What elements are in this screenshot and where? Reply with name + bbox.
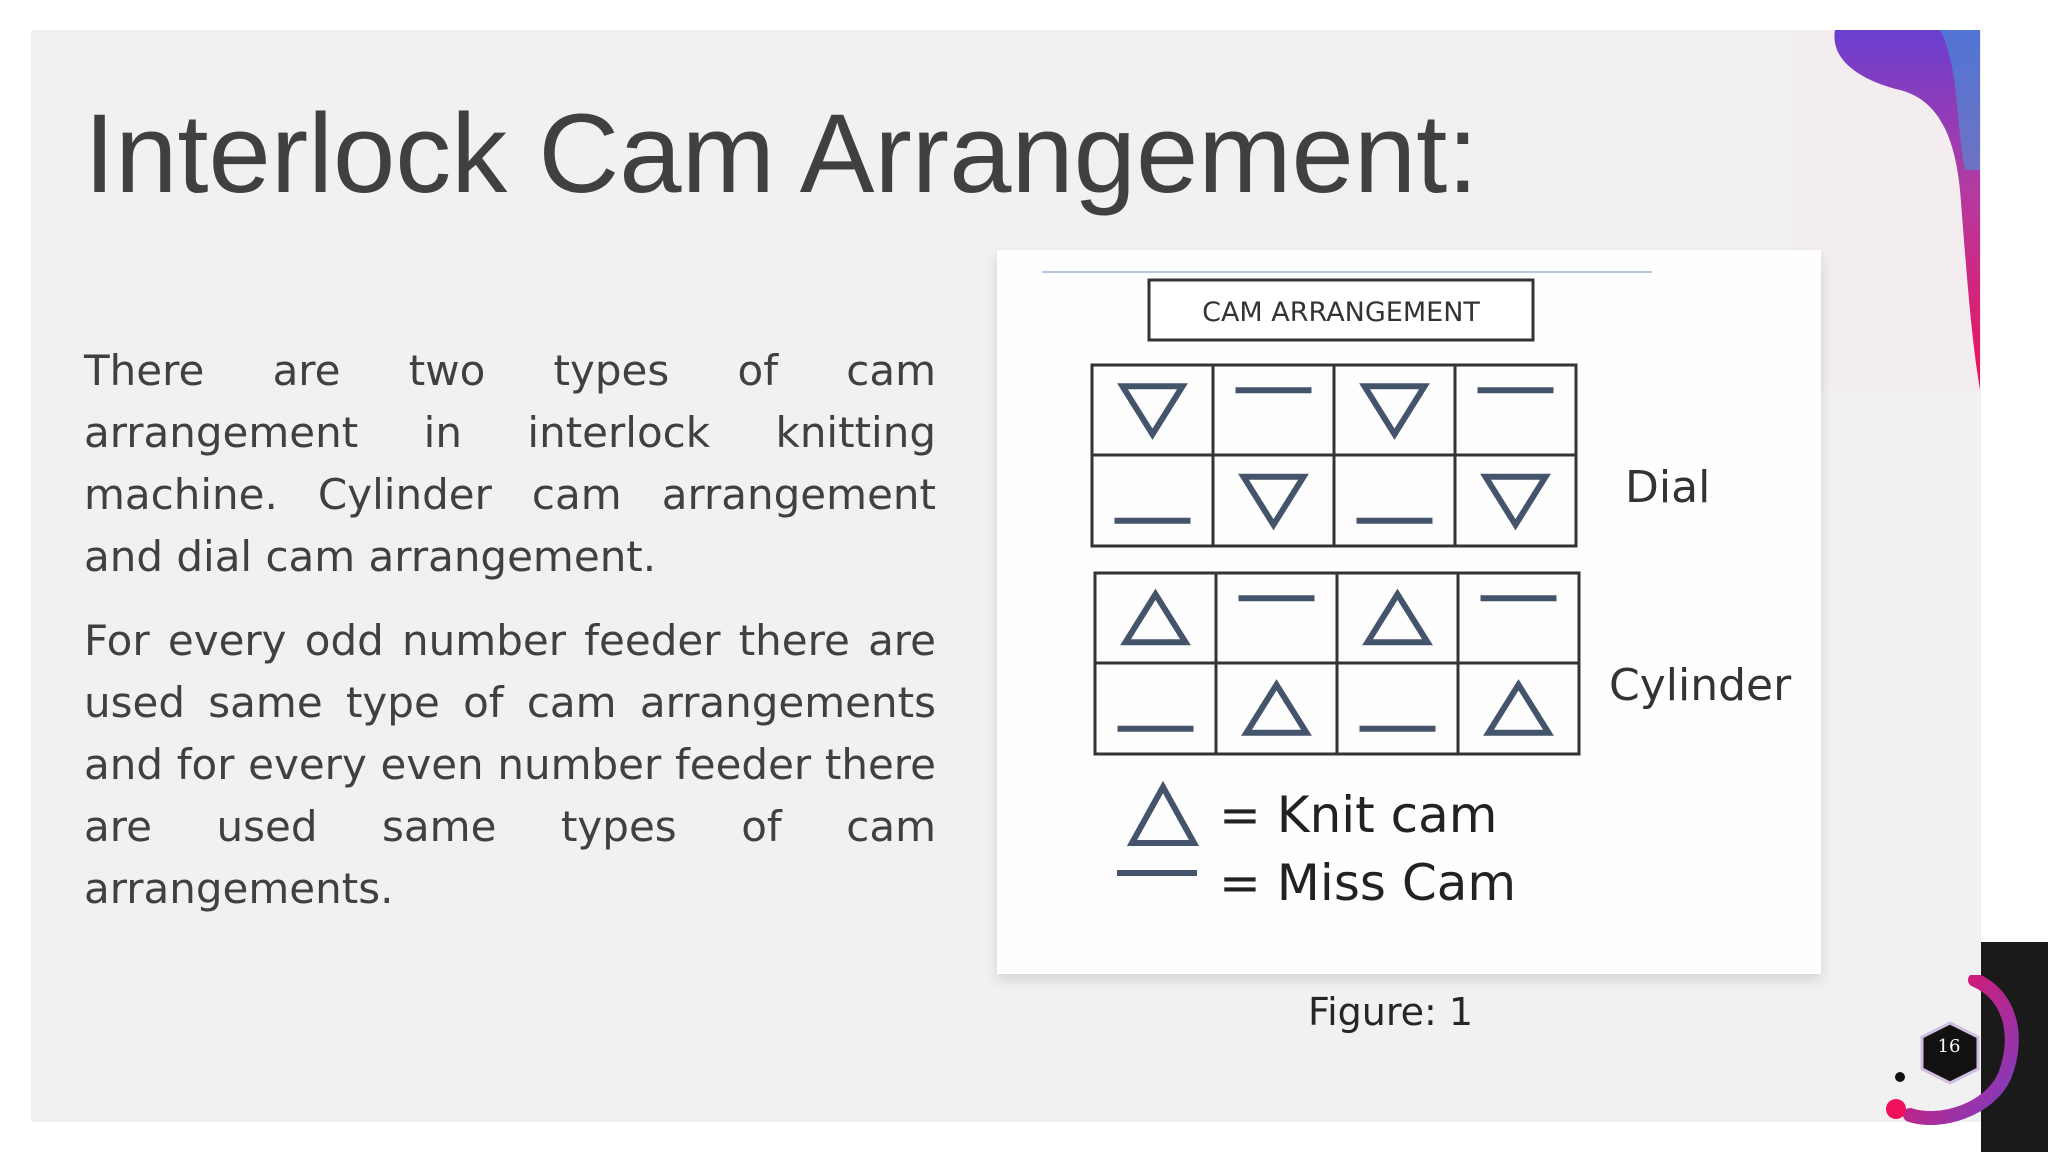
page-number-badge (1886, 975, 2019, 1125)
figure-caption: Figure: 1 (1308, 990, 1474, 1034)
knit-cam-symbol (1238, 473, 1309, 531)
slide-title: Interlock Cam Arrangement: (84, 91, 1479, 216)
cylinder-grid (1093, 571, 1581, 756)
cam-diagram: CAM ARRANGEMENT Dial Cylinder = Knit cam… (1042, 271, 1792, 912)
miss-cam-legend: = Miss Cam (1219, 854, 1516, 912)
figure-header: CAM ARRANGEMENT (1202, 297, 1480, 328)
knit-cam-symbol (1120, 588, 1191, 646)
knit-cam-legend-icon (1126, 780, 1200, 846)
dial-grid (1090, 363, 1578, 548)
body-paragraph: For every odd number feeder there are us… (84, 616, 936, 913)
body-text: There are two types of cam arrangement i… (84, 340, 936, 942)
body-paragraph: There are two types of cam arrangement i… (84, 346, 936, 581)
knit-cam-symbol (1241, 679, 1312, 736)
knit-cam-symbol (1480, 473, 1551, 531)
knit-cam-legend: = Knit cam (1219, 786, 1498, 844)
figure-header-box (1147, 278, 1535, 342)
knit-cam-symbol (1359, 383, 1430, 440)
knit-cam-symbol (1483, 679, 1554, 736)
cylinder-label: Cylinder (1609, 660, 1792, 711)
cam-arrangement-figure: CAM ARRANGEMENT Dial Cylinder = Knit cam… (997, 250, 1821, 974)
knit-cam-symbol (1117, 383, 1188, 440)
knit-cam-symbol (1362, 588, 1433, 646)
dial-label: Dial (1625, 462, 1710, 513)
page-number: 16 (1937, 1036, 1961, 1057)
decorative-swirl (1790, 30, 1980, 390)
